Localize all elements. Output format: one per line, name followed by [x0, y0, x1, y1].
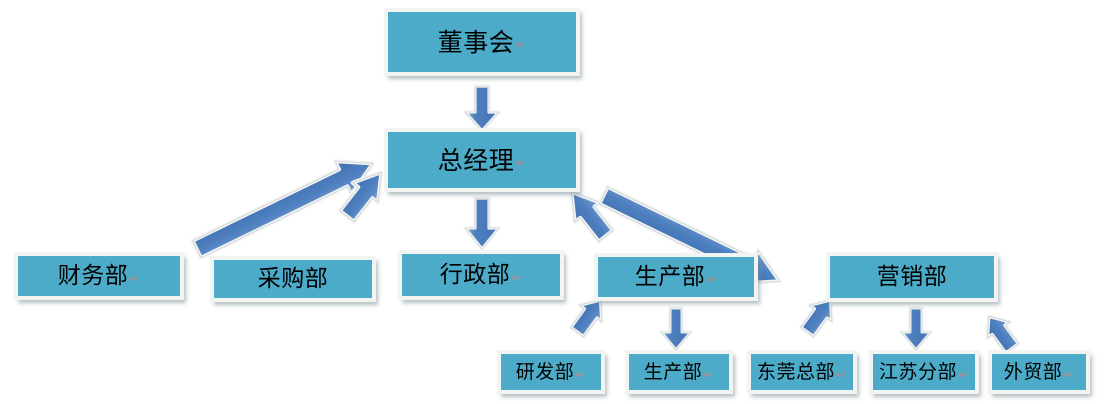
node-jiangsu-branch-label: 江苏分部 [879, 360, 958, 383]
node-dongguan-hq[interactable]: 东莞总部↵ [747, 350, 857, 394]
node-jiangsu-branch-fill: 江苏分部↵ [873, 354, 975, 390]
pilcrow-icon: ↵ [836, 367, 847, 383]
node-rnd-fill: 研发部↵ [501, 354, 601, 390]
node-board[interactable]: 董事会↵ [384, 8, 580, 76]
node-production-sub[interactable]: 生产部↵ [625, 350, 733, 394]
node-administration-label: 行政部 [439, 261, 511, 288]
node-general-manager-fill: 总经理↵ [388, 132, 576, 188]
connector-marketing-to-jiangsu [896, 306, 938, 354]
node-production-label: 生产部 [634, 263, 706, 290]
node-procurement-label: 采购部 [257, 265, 329, 292]
node-rnd-label: 研发部 [515, 360, 575, 383]
connector-gm-to-marketing [586, 163, 832, 286]
pilcrow-icon: ↵ [1063, 367, 1075, 383]
node-finance-fill: 财务部↵ [18, 256, 180, 296]
node-marketing[interactable]: 营销部 [826, 252, 998, 302]
pilcrow-icon: ↵ [515, 155, 527, 171]
node-administration-fill: 行政部↵ [402, 254, 560, 296]
connector-production-to-production-sub [656, 306, 698, 354]
connector-gm-to-administration [459, 196, 505, 254]
node-production-sub-label: 生产部 [643, 360, 703, 383]
node-production-fill: 生产部↵ [598, 257, 754, 297]
node-rnd[interactable]: 研发部↵ [497, 350, 605, 394]
pilcrow-icon: ↵ [129, 271, 141, 287]
pilcrow-icon: ↵ [958, 367, 969, 383]
node-general-manager[interactable]: 总经理↵ [384, 128, 580, 192]
node-foreign-trade-label: 外贸部 [1003, 360, 1063, 383]
node-production[interactable]: 生产部↵ [594, 253, 758, 301]
pilcrow-icon: ↵ [575, 367, 587, 383]
node-board-fill: 董事会↵ [388, 12, 576, 72]
connector-board-to-gm [459, 82, 505, 133]
node-finance-label: 财务部 [57, 262, 129, 289]
node-marketing-label: 营销部 [876, 263, 948, 290]
connector-gm-to-finance [158, 159, 396, 260]
node-jiangsu-branch[interactable]: 江苏分部↵ [869, 350, 979, 394]
node-general-manager-label: 总经理 [437, 145, 515, 175]
connector-gm-to-production [569, 176, 644, 248]
node-finance[interactable]: 财务部↵ [14, 252, 184, 300]
pilcrow-icon: ↵ [703, 367, 715, 383]
node-foreign-trade-fill: 外贸部↵ [992, 354, 1086, 390]
node-production-sub-fill: 生产部↵ [629, 354, 729, 390]
node-procurement[interactable]: 采购部 [210, 256, 376, 302]
pilcrow-icon: ↵ [706, 272, 718, 288]
node-administration[interactable]: 行政部↵ [398, 250, 564, 300]
pilcrow-icon: ↵ [511, 270, 523, 286]
node-dongguan-hq-fill: 东莞总部↵ [751, 354, 853, 390]
node-foreign-trade[interactable]: 外贸部↵ [988, 350, 1090, 394]
node-procurement-fill: 采购部 [214, 260, 372, 298]
pilcrow-icon: ↵ [515, 37, 527, 53]
node-dongguan-hq-label: 东莞总部 [757, 360, 836, 383]
node-marketing-fill: 营销部 [830, 256, 994, 298]
node-board-label: 董事会 [437, 27, 515, 57]
